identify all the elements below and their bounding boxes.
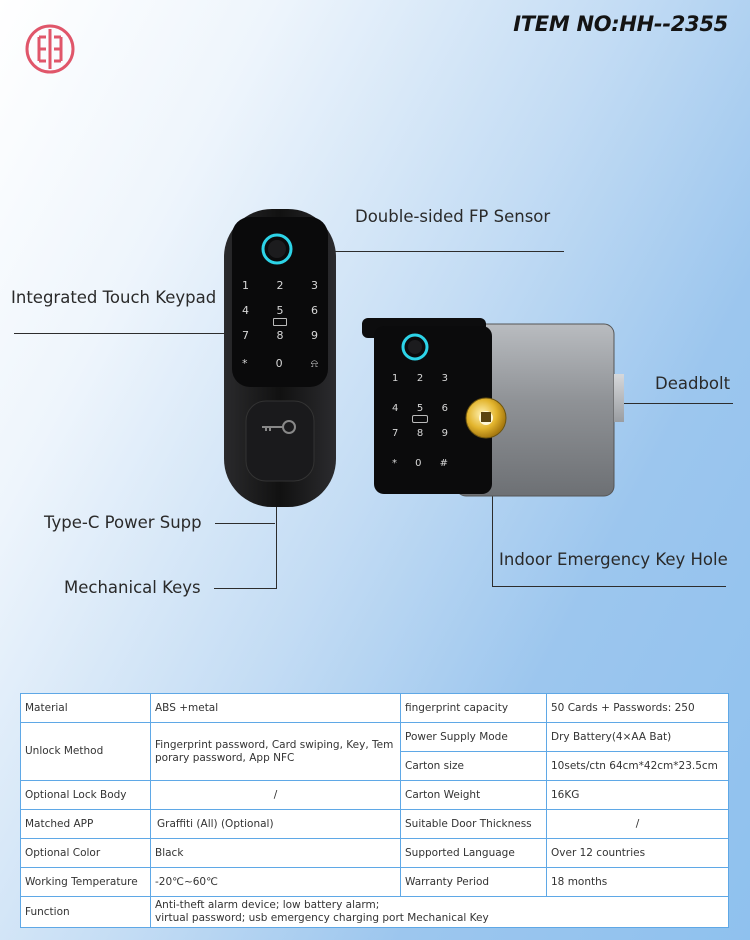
keypad-key[interactable]: 5 <box>416 403 424 414</box>
keypad-key[interactable]: 9 <box>441 428 448 439</box>
spec-value: 10sets/ctn 64cm*42cm*23.5cm <box>546 751 729 781</box>
keypad-key[interactable]: 8 <box>276 329 284 342</box>
keypad-key[interactable]: 6 <box>441 403 448 414</box>
keypad-key[interactable]: 6 <box>311 304 318 317</box>
spec-label: Unlock Method <box>20 722 151 781</box>
callout-line <box>620 403 733 404</box>
spec-value: Black <box>150 838 401 868</box>
rim-lock-image <box>362 318 624 497</box>
spec-value: 18 months <box>546 867 729 897</box>
table-row: Optional Color Black Supported Language … <box>20 838 729 868</box>
keypad-key[interactable]: 3 <box>311 279 318 292</box>
nfc-icon <box>412 415 428 423</box>
spec-label: Material <box>20 693 151 723</box>
keypad-key[interactable]: 1 <box>392 373 399 384</box>
keypad-key[interactable]: 4 <box>392 403 399 414</box>
spec-label: Warranty Period <box>400 867 547 897</box>
spec-value: 16KG <box>546 780 729 810</box>
spec-value: / <box>546 809 729 839</box>
spec-value: / <box>150 780 401 810</box>
spec-label: Power Supply Mode <box>400 722 547 752</box>
callout-keypad: Integrated Touch Keypad <box>11 288 217 307</box>
function-line: Anti-theft alarm device; low battery ala… <box>155 899 380 911</box>
spec-value: 50 Cards + Passwords: 250 <box>546 693 729 723</box>
callout-line <box>214 588 277 589</box>
key-icon <box>262 420 296 434</box>
table-row: Function Anti-theft alarm device; low ba… <box>20 896 729 928</box>
table-row: Material ABS +metal fingerprint capacity… <box>20 693 729 723</box>
function-line: virtual password; usb emergency charging… <box>155 912 489 924</box>
keypad-key[interactable]: 8 <box>416 428 424 439</box>
spec-label: Supported Language <box>400 838 547 868</box>
table-row: Carton size 10sets/ctn 64cm*42cm*23.5cm <box>21 751 729 781</box>
fingerprint-icon <box>401 333 429 361</box>
fingerprint-icon <box>261 233 293 265</box>
callout-deadbolt: Deadbolt <box>655 374 731 393</box>
keypad-key[interactable]: 3 <box>441 373 448 384</box>
callout-line <box>215 523 275 524</box>
callout-line <box>492 465 493 587</box>
spec-label: Optional Color <box>20 838 151 868</box>
spec-value: -20℃~60℃ <box>150 867 401 897</box>
keypad-key[interactable]: 7 <box>392 428 399 439</box>
front-lock-image <box>224 209 336 507</box>
keypad-key[interactable]: * <box>242 357 248 370</box>
table-row: Unlock Method Fingerprint password, Card… <box>20 722 729 781</box>
table-row: Working Temperature -20℃~60℃ Warranty Pe… <box>20 867 729 897</box>
callout-mech-keys: Mechanical Keys <box>64 578 201 597</box>
keypad-key[interactable]: 0 <box>415 458 422 469</box>
keypad-key[interactable]: 1 <box>242 279 249 292</box>
spec-value: Over 12 countries <box>546 838 729 868</box>
callout-line <box>290 251 564 252</box>
item-number: ITEM NO:HH--2355 <box>513 12 728 36</box>
spec-label: Function <box>20 896 151 928</box>
keypad-key[interactable]: * <box>392 458 397 469</box>
callout-line <box>276 500 277 589</box>
spec-label: Optional Lock Body <box>20 780 151 810</box>
spec-label: Matched APP <box>20 809 151 839</box>
spec-label: fingerprint capacity <box>400 693 547 723</box>
spec-label: Carton size <box>400 751 547 781</box>
spec-value: Dry Battery(4×AA Bat) <box>546 722 729 752</box>
spec-value: ABS +metal <box>150 693 401 723</box>
spec-label: Working Temperature <box>20 867 151 897</box>
spec-label: Suitable Door Thickness <box>400 809 547 839</box>
callout-type-c: Type-C Power Supp <box>44 513 202 532</box>
keypad-key[interactable]: # <box>439 458 448 469</box>
callout-key-hole: Indoor Emergency Key Hole <box>499 550 728 569</box>
table-row: Matched APP Graffiti (All) (Optional) Su… <box>20 809 729 839</box>
front-keypad: 1 2 3 4 5 6 7 8 9 * 0 ⍾ <box>222 209 338 509</box>
spec-label: Carton Weight <box>400 780 547 810</box>
keypad-key[interactable]: 9 <box>311 329 318 342</box>
card-icon <box>273 318 287 326</box>
keypad-key[interactable]: 4 <box>242 304 249 317</box>
bell-icon[interactable]: ⍾ <box>310 357 318 370</box>
keypad-key[interactable]: 5 <box>276 304 284 317</box>
spec-value: Graffiti (All) (Optional) <box>150 809 401 839</box>
keypad-key[interactable]: 2 <box>416 373 424 384</box>
spec-value: Fingerprint password, Card swiping, Key,… <box>150 722 401 781</box>
keypad-key[interactable]: 7 <box>242 329 249 342</box>
spec-table: Material ABS +metal fingerprint capacity… <box>20 693 729 928</box>
table-row: Optional Lock Body / Carton Weight 16KG <box>20 780 729 810</box>
keypad-key[interactable]: 0 <box>275 357 283 370</box>
brand-logo-icon <box>25 24 75 74</box>
side-keypad: 1 2 3 4 5 6 7 8 9 * 0 # <box>374 330 474 490</box>
callout-line <box>492 586 726 587</box>
callout-fp-sensor: Double-sided FP Sensor <box>355 207 551 226</box>
callout-line <box>14 333 224 334</box>
keypad-key[interactable]: 2 <box>276 279 284 292</box>
spec-value: Anti-theft alarm device; low battery ala… <box>150 896 729 928</box>
